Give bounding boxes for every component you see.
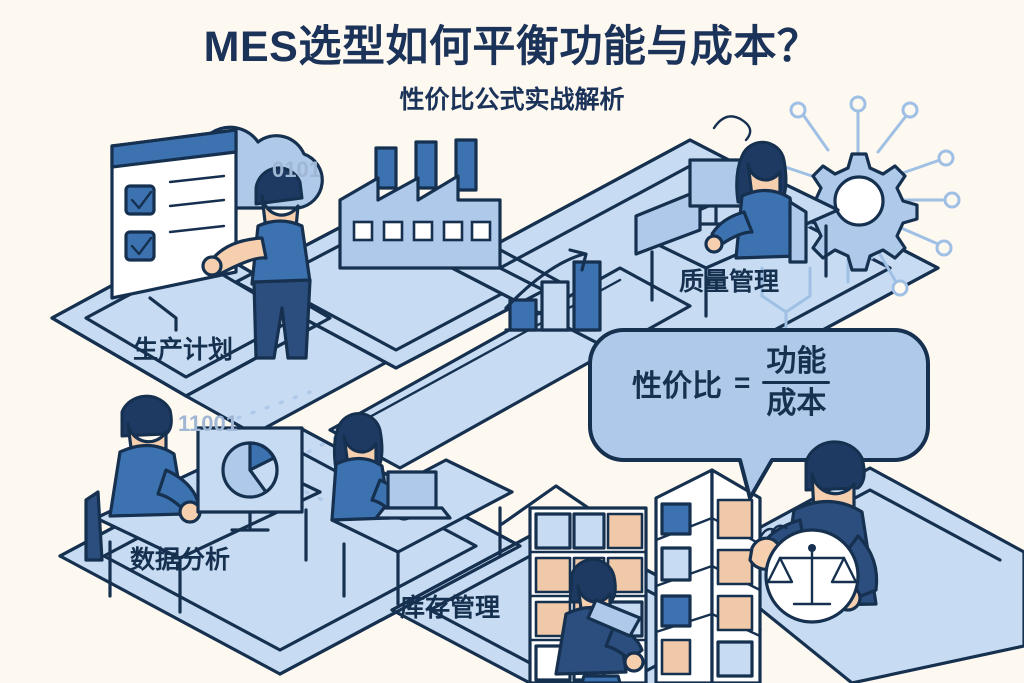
person-warehouse (554, 557, 645, 683)
bar-chart-icon (504, 248, 602, 332)
boxes-right (660, 498, 754, 678)
quality-desk-scene (634, 115, 840, 318)
data-analysis-scene (84, 390, 514, 614)
formula-left-term: 性价比 (632, 369, 722, 403)
person-quality (704, 140, 808, 264)
balance-person-scene (748, 440, 879, 624)
warehouse-scene (500, 468, 762, 683)
cost-performance-formula: 性价比 = 功能 成本 (632, 345, 831, 420)
monitor-pie (196, 426, 304, 532)
balance-scale-icon (766, 544, 858, 606)
person-laptop (330, 411, 514, 606)
person-analyst (84, 394, 202, 562)
formula-denominator: 成本 (766, 386, 827, 420)
zone-label-data-analysis: 数据分析 (130, 546, 231, 574)
page-subtitle: 性价比公式实战解析 (399, 86, 625, 114)
formula-numerator: 功能 (766, 345, 827, 378)
zone-label-quality-management: 质量管理 (679, 268, 780, 296)
formula-fraction-bar (762, 380, 831, 384)
zone-label-production-planning: 生产计划 (133, 336, 234, 364)
checklist-scene (110, 125, 324, 360)
formula-fraction: 功能 成本 (762, 345, 831, 420)
binary-annotation-left: 11001 (178, 411, 238, 436)
person-pointing (201, 166, 312, 360)
factory-icon (338, 138, 502, 270)
formula-equals-sign: = (734, 366, 751, 398)
page-title: MES选型如何平衡功能与成本？ (203, 23, 821, 71)
binary-annotation-top: 0101 (272, 157, 321, 182)
zone-label-inventory-management: 库存管理 (400, 594, 501, 622)
checklist-icon (110, 128, 238, 300)
pie-chart-icon (221, 441, 279, 499)
